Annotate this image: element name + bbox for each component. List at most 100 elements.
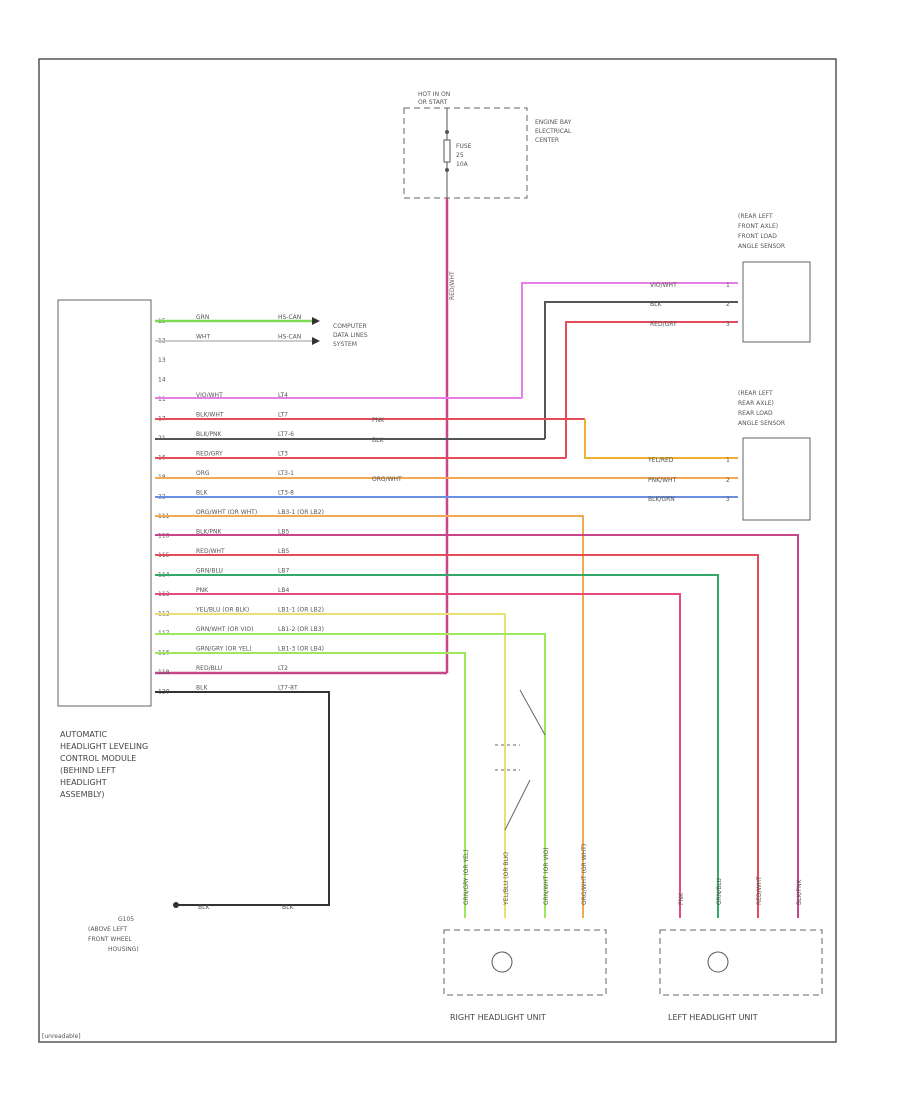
ground-caption-3: FRONT WHEEL: [88, 936, 132, 943]
front-sensor-pin-3: 3: [726, 321, 730, 328]
right-headlight-wire-4: ORG/WHT (OR WHT): [581, 844, 588, 905]
module-circuit: LT3: [278, 451, 288, 458]
fuse-box-title-3: CENTER: [535, 137, 559, 144]
front-sensor-title-2: FRONT AXLE): [738, 223, 778, 230]
right-headlight-caption: RIGHT HEADLIGHT UNIT: [450, 1013, 546, 1022]
module-pin: 11: [158, 396, 166, 403]
module-wire-color: RED/WHT: [196, 548, 225, 555]
rear-sensor-wire-1: YEL/RED: [647, 457, 674, 464]
ground-wire-right: BLK: [282, 904, 294, 911]
front-sensor-pin-2: 2: [726, 301, 730, 308]
module-circuit: LB1-2 (OR LB3): [278, 626, 324, 633]
left-headlight-wire-2: GRN/BLU: [716, 878, 723, 905]
module-circuit: LT2: [278, 665, 288, 672]
ground-wire-left: BLK: [198, 904, 210, 911]
module-wire-color: WHT: [196, 334, 210, 341]
fuse-symbol: [443, 139, 451, 163]
rear-sensor-pin-3: 3: [726, 496, 730, 503]
module-caption-3: CONTROL MODULE: [60, 754, 136, 763]
ground-wire: [155, 691, 330, 906]
right-headlight-wire-3: GRN/WHT (OR VIO): [543, 848, 550, 905]
module-wire-color: RED/BLU: [196, 665, 222, 672]
ground-caption-4: HOUSING): [108, 946, 139, 953]
front-load-angle-sensor: (REAR LEFT FRONT AXLE) FRONT LOAD ANGLE …: [738, 213, 811, 343]
computer-link-1: COMPUTER: [333, 323, 367, 330]
fuse-box-title-1: ENGINE BAY: [535, 119, 572, 126]
fuse-label-1: FUSE: [456, 143, 472, 150]
module-circuit: LB1-3 (OR LB4): [278, 646, 324, 653]
diagram-border: [38, 58, 837, 1043]
module-caption-4: (BEHIND LEFT: [60, 766, 116, 775]
rear-sensor-title-1: (REAR LEFT: [738, 390, 773, 397]
rear-sensor-pin-1: 1: [726, 457, 730, 464]
module-wire-color: GRN/WHT (OR VIO): [196, 626, 253, 633]
module-wire-color: GRN: [196, 314, 209, 321]
ground-caption-1: G105: [118, 916, 134, 923]
module-pin: 14: [158, 377, 166, 384]
rear-sensor-title-3: REAR LOAD: [738, 410, 773, 417]
module-wire-color: BLK/WHT: [196, 412, 224, 419]
ground-caption-2: (ABOVE LEFT: [88, 926, 127, 933]
module-wire-color: BLK/PNK: [196, 529, 223, 536]
splice-label-2: BLK: [372, 437, 384, 444]
fuse-feed-wire-label: RED/WHT: [449, 271, 456, 300]
right-headlight-wire-1: GRN/GRY (OR YEL): [463, 849, 470, 905]
computer-link-2: DATA LINES: [333, 332, 368, 339]
module-wire-color: BLK: [196, 490, 208, 497]
module-caption-1: AUTOMATIC: [60, 730, 108, 739]
fuse-box: HOT IN ON OR START ENGINE BAY ELECTRICAL…: [403, 91, 572, 199]
fuse-box-title-2: ELECTRICAL: [535, 128, 572, 135]
rear-sensor-title-2: REAR AXLE): [738, 400, 774, 407]
front-sensor-title-4: ANGLE SENSOR: [738, 243, 785, 250]
module-wire-color: GRN/BLU: [196, 568, 223, 575]
module-wire-color: ORG/WHT (OR WHT): [196, 509, 257, 516]
module-wire-color: YEL/BLU (OR BLK): [195, 607, 249, 614]
splice-label-3: ORG/WHT: [372, 476, 402, 483]
splice-label-1: PNK: [372, 417, 385, 424]
left-headlight-wire-3: RED/WHT: [756, 876, 763, 905]
left-headlight-wire-4: BLK/PNK: [796, 878, 803, 905]
front-sensor-wire-1: VIO/WHT: [650, 282, 677, 289]
module-circuit: LB4: [278, 587, 289, 594]
module-circuit: LB3-1 (OR LB2): [278, 509, 324, 516]
module-circuit: HS-CAN: [278, 334, 301, 341]
rear-sensor-pin-2: 2: [726, 477, 730, 484]
module-wire-color: BLK: [196, 685, 208, 692]
fuse-label-3: 10A: [456, 161, 469, 168]
module-circuit: LT3-1: [278, 470, 294, 477]
right-headlight-wire-2: YEL/BLU (OR BLK): [503, 852, 510, 906]
module-wire-color: GRN/GRY (OR YEL): [196, 646, 252, 653]
rear-sensor-wire-2: PNK/WHT: [648, 477, 677, 484]
module-wire-color: PNK: [196, 587, 209, 594]
front-sensor-wire-2: BLK: [650, 301, 662, 308]
module-circuit: LT3-8: [278, 490, 294, 497]
rear-sensor-wire-3: BLK/GRN: [648, 496, 675, 503]
computer-link-3: SYSTEM: [333, 341, 357, 348]
rear-load-angle-sensor: (REAR LEFT REAR AXLE) REAR LOAD ANGLE SE…: [738, 390, 811, 521]
module-circuit: LB7: [278, 568, 289, 575]
module-wire-rows: 15GRNHS-CAN12WHTHS-CAN131411VIO/WHTLT417…: [158, 314, 324, 696]
module-circuit: LT7: [278, 412, 288, 419]
module-caption-5: HEADLIGHT: [60, 778, 107, 787]
module-pin: 118: [158, 669, 170, 676]
module-circuit: LB1-1 (OR LB2): [278, 607, 324, 614]
module-wire-color: ORG: [196, 470, 210, 477]
module-caption-6: ASSEMBLY): [60, 790, 104, 799]
right-headlight-unit: RIGHT HEADLIGHT UNIT: [443, 929, 607, 1022]
figure-id: [unreadable]: [42, 1033, 81, 1040]
front-sensor-pin-1: 1: [726, 282, 730, 289]
module-wire-color: VIO/WHT: [196, 392, 223, 399]
front-sensor-title-1: (REAR LEFT: [738, 213, 773, 220]
fuse-box-header-1: HOT IN ON: [418, 91, 450, 98]
leveling-actuator-symbols: [495, 689, 546, 831]
front-sensor-title-3: FRONT LOAD: [738, 233, 777, 240]
module-circuit: LT7-8T: [278, 685, 298, 692]
fuse-label-2: 25: [456, 152, 464, 159]
module-circuit: LT7-6: [278, 431, 294, 438]
left-headlight-caption: LEFT HEADLIGHT UNIT: [668, 1013, 758, 1022]
front-sensor-wire-3: RED/GRY: [650, 321, 677, 328]
computer-data-lines: COMPUTER DATA LINES SYSTEM: [155, 317, 368, 348]
module-wire-color: BLK/PNK: [196, 431, 223, 438]
rear-sensor-title-4: ANGLE SENSOR: [738, 420, 785, 427]
module-caption-2: HEADLIGHT LEVELING: [60, 742, 148, 751]
